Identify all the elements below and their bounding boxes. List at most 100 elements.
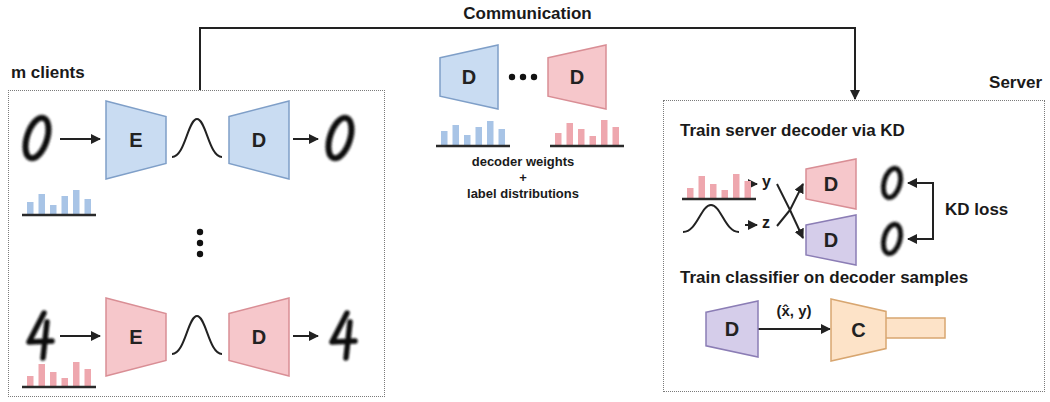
decoder-block: D xyxy=(229,298,289,376)
trapezoid-shape xyxy=(106,101,166,179)
digit-zero-image xyxy=(324,115,356,161)
decoder-block: D xyxy=(806,215,856,265)
block-letter: D xyxy=(252,326,266,349)
flow-arrow xyxy=(293,138,318,140)
split-arrow xyxy=(790,184,803,210)
distribution-bar xyxy=(85,369,92,386)
classifier-head xyxy=(883,318,945,338)
decoder-block: D xyxy=(548,45,606,109)
trapezoid-shape xyxy=(706,301,758,357)
block-letter: E xyxy=(129,129,142,152)
trapezoid-shape xyxy=(806,159,856,209)
distribution-bar xyxy=(476,127,483,145)
block-letter: E xyxy=(129,326,142,349)
communication-note: + xyxy=(519,170,527,185)
distribution-bar xyxy=(39,194,46,214)
decoder-block: D xyxy=(440,45,498,109)
block-letter: C xyxy=(851,319,865,342)
chart-baseline xyxy=(550,145,624,148)
ellipsis-dot xyxy=(197,240,203,246)
variable-label: y xyxy=(762,173,771,191)
trapezoid-shape xyxy=(440,45,498,109)
connector-arrow xyxy=(200,28,855,99)
distribution-bar xyxy=(39,364,46,386)
distribution-bar xyxy=(27,202,34,214)
distribution-bar xyxy=(722,190,729,198)
distribution-bar xyxy=(73,190,80,214)
communication-note: label distributions xyxy=(467,186,579,201)
flow-arrow xyxy=(293,335,318,337)
block-letter: D xyxy=(824,229,838,252)
ellipsis-dot xyxy=(520,74,526,80)
decoder-block: D xyxy=(706,301,758,357)
distribution-bar xyxy=(578,129,585,145)
merge-line xyxy=(777,210,790,226)
trapezoid-shape xyxy=(229,298,289,376)
distribution-bar xyxy=(710,184,717,198)
gaussian-curve xyxy=(172,119,222,157)
distribution-bar xyxy=(50,372,57,386)
distribution-bar xyxy=(50,205,57,214)
trapezoid-shape xyxy=(106,298,166,376)
block-letter: D xyxy=(462,66,476,89)
communication-note: decoder weights xyxy=(472,154,575,169)
panel-heading: m clients xyxy=(9,62,384,84)
distribution-bar xyxy=(487,121,494,145)
distribution-bar xyxy=(73,362,80,386)
encoder-block: E xyxy=(106,298,166,376)
variable-label: z xyxy=(762,214,770,232)
distribution-bar xyxy=(699,176,706,198)
gaussian-curve xyxy=(172,316,222,354)
decoder-block: D xyxy=(806,159,856,209)
block-letter: D xyxy=(570,66,584,89)
clients-panel: m clientsEDED xyxy=(8,90,385,397)
ellipsis-dot xyxy=(531,74,537,80)
distribution-bar xyxy=(687,188,694,198)
trapezoid-shape xyxy=(806,215,856,265)
digit-four-image xyxy=(332,313,355,358)
flow-arrow xyxy=(60,138,100,140)
loss-label: KD loss xyxy=(945,200,1008,220)
server-panel: ServerDDDC xyxy=(663,100,1045,392)
ellipsis-dot xyxy=(197,229,203,235)
distribution-bar xyxy=(441,131,448,145)
chart-baseline xyxy=(22,386,96,389)
trapezoid-shape xyxy=(831,299,886,361)
flow-arrow xyxy=(745,224,757,226)
split-arrow xyxy=(790,210,803,238)
distribution-bar xyxy=(733,174,740,198)
distribution-bar xyxy=(499,129,506,145)
chart-baseline xyxy=(436,145,510,148)
ellipsis-dot xyxy=(197,251,203,257)
gaussian-curve xyxy=(683,205,739,232)
decoder-block: D xyxy=(229,101,289,179)
distribution-bar xyxy=(85,199,92,214)
panel-heading: Server xyxy=(664,72,1044,94)
connector-arrow xyxy=(758,328,830,330)
classifier-block: C xyxy=(831,299,886,361)
section-heading: Train classifier on decoder samples xyxy=(680,268,968,288)
trapezoid-shape xyxy=(229,101,289,179)
ellipsis-dot xyxy=(509,74,515,80)
block-letter: D xyxy=(725,318,739,341)
chart-baseline xyxy=(682,198,756,201)
distribution-bar xyxy=(613,127,620,145)
kd-loss-bracket xyxy=(908,183,933,239)
section-heading: Train server decoder via KD xyxy=(680,121,905,141)
distribution-bar xyxy=(555,133,562,145)
digit-zero-image xyxy=(880,222,903,255)
distribution-bar xyxy=(590,136,597,145)
distribution-bar xyxy=(745,181,752,198)
digit-zero-image xyxy=(21,115,53,161)
distribution-bar xyxy=(27,376,34,386)
distribution-bar xyxy=(601,120,608,145)
block-letter: D xyxy=(824,173,838,196)
merge-line xyxy=(777,184,790,210)
connector-label: Communication xyxy=(461,4,593,24)
digit-zero-image xyxy=(880,166,903,199)
flow-arrow xyxy=(60,335,100,337)
block-letter: D xyxy=(252,129,266,152)
chart-baseline xyxy=(22,214,96,217)
encoder-block: E xyxy=(106,101,166,179)
connector-label: (x̂, y) xyxy=(774,302,813,319)
